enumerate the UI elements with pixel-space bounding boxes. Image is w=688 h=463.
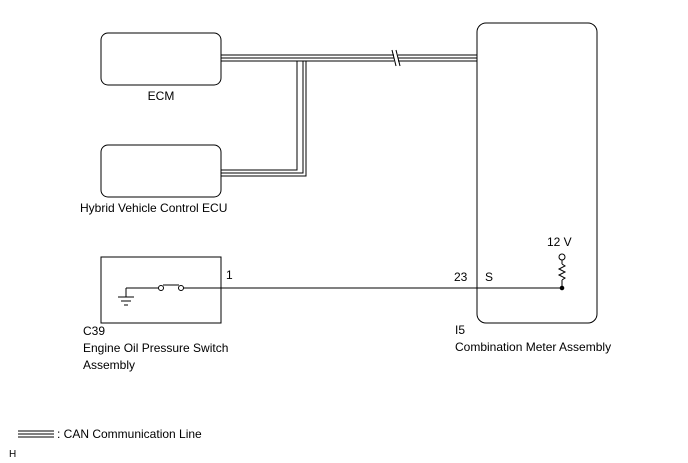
can-line-branch-join xyxy=(303,64,394,179)
pull-up-resistor xyxy=(557,253,567,291)
meter-supply-label: 12 V xyxy=(547,235,572,249)
ecm-box xyxy=(100,32,222,86)
meter-code: I5 xyxy=(455,323,465,337)
hybrid-ecu-label: Hybrid Vehicle Control ECU xyxy=(80,201,227,215)
meter-name: Combination Meter Assembly xyxy=(455,340,611,354)
can-line-break-mark xyxy=(391,49,401,67)
can-line-legend-label: : CAN Communication Line xyxy=(57,427,202,441)
combination-meter-box xyxy=(476,22,598,324)
hybrid-ecu-box xyxy=(100,144,222,198)
can-line-legend-symbol xyxy=(18,430,54,438)
oil-switch-pin: 1 xyxy=(226,268,233,282)
ground-symbol xyxy=(118,288,134,306)
oil-switch-name-line2: Assembly xyxy=(83,358,135,372)
can-line-meter-segment xyxy=(398,54,477,62)
switch-contact-symbol xyxy=(126,284,221,291)
footer-mark: H xyxy=(9,449,16,460)
can-line-ecm-upper xyxy=(221,54,394,62)
meter-terminal-label: S xyxy=(485,270,493,284)
meter-pin: 23 xyxy=(454,270,468,284)
oil-switch-name-line1: Engine Oil Pressure Switch xyxy=(83,341,228,355)
ecm-label: ECM xyxy=(148,89,175,103)
oil-switch-code: C39 xyxy=(83,324,105,338)
can-line-hybrid-branch xyxy=(221,61,307,177)
